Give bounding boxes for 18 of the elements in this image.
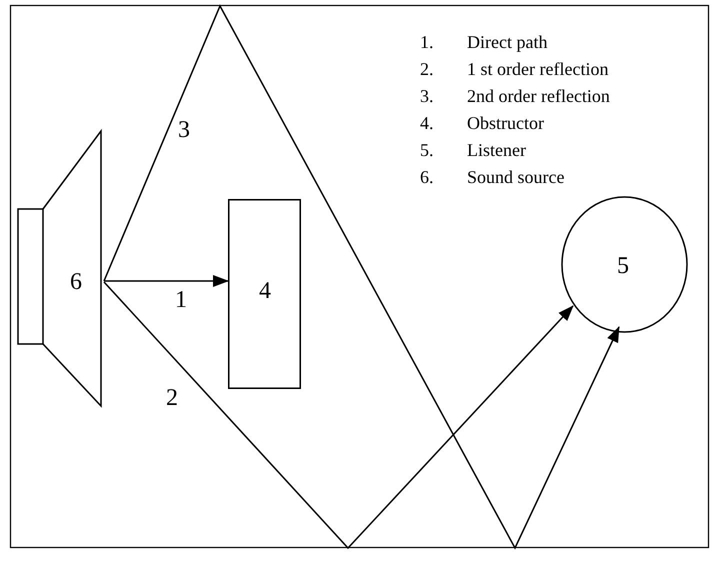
sound-path-arrow — [104, 275, 229, 287]
key-number: 2. — [420, 60, 434, 78]
key-text: 1 st order reflection — [467, 60, 608, 78]
node-number: 4 — [259, 279, 271, 303]
key-number: 3. — [420, 87, 434, 105]
key-number: 4. — [420, 114, 434, 132]
node-number: 5 — [617, 254, 629, 278]
sound-path-arrow — [103, 4, 620, 550]
key-number: 1. — [420, 33, 434, 51]
key-text: Listener — [467, 141, 526, 159]
key-number: 5. — [420, 141, 434, 159]
sound-path-arrow — [103, 282, 574, 550]
node-number: 6 — [70, 270, 82, 294]
key-text: Direct path — [467, 33, 548, 51]
key-number: 6. — [420, 168, 434, 186]
key-text: Obstructor — [467, 114, 544, 132]
key-text: Sound source — [467, 168, 564, 186]
key-text: 2nd order reflection — [467, 87, 610, 105]
